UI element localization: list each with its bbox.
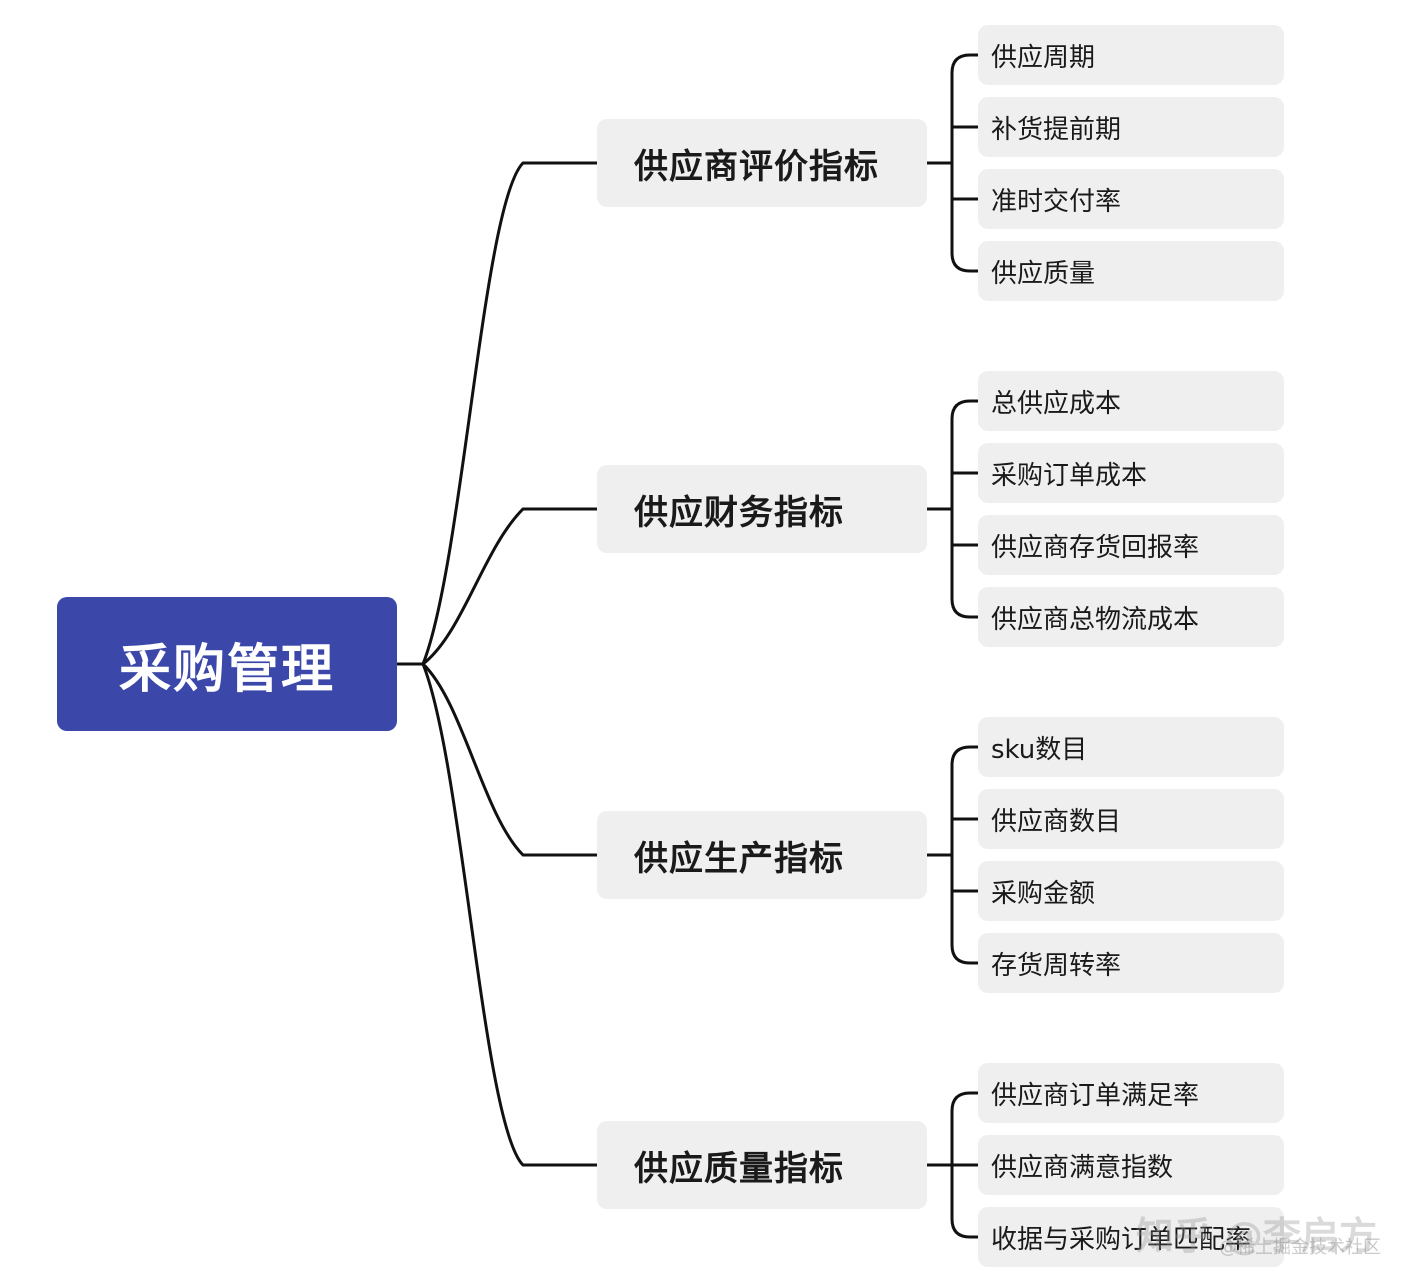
leaf-node: 供应商总物流成本: [978, 587, 1284, 647]
leaf-label: 采购订单成本: [991, 460, 1148, 491]
leaf-node: 供应质量: [978, 241, 1284, 301]
root-to-branch-line: [421, 662, 599, 857]
leaf-label: 供应商存货回报率: [991, 532, 1200, 563]
branch-supplier-evaluation: 供应商评价指标: [597, 119, 927, 207]
root-to-branch-line: [421, 507, 599, 666]
leaf-node: 供应周期: [978, 25, 1284, 85]
branch-label: 供应质量指标: [634, 1148, 844, 1189]
leaf-node: 供应商数目: [978, 789, 1284, 849]
leaf-node: 补货提前期: [978, 97, 1284, 157]
leaf-label: 采购金额: [991, 878, 1096, 909]
leaf-label: 供应周期: [991, 42, 1096, 73]
root-to-branch-line: [421, 161, 599, 666]
leaf-label: 供应商订单满足率: [991, 1080, 1200, 1111]
leaf-node: 采购订单成本: [978, 443, 1284, 503]
leaf-label: 供应商满意指数: [991, 1152, 1174, 1183]
leaf-bracket-line: [950, 745, 980, 965]
leaf-label: 补货提前期: [991, 114, 1122, 145]
leaf-label: 准时交付率: [991, 186, 1122, 217]
leaf-label: 总供应成本: [991, 388, 1122, 419]
branch-supply-production: 供应生产指标: [597, 811, 927, 899]
branch-label: 供应商评价指标: [634, 146, 879, 187]
leaf-label: 供应商数目: [991, 806, 1122, 837]
leaf-node: 供应商满意指数: [978, 1135, 1284, 1195]
leaf-label: 供应质量: [991, 258, 1096, 289]
leaf-label: 供应商总物流成本: [991, 604, 1200, 635]
root-label: 采购管理: [118, 639, 335, 700]
leaf-node: 存货周转率: [978, 933, 1284, 993]
leaf-bracket-line: [950, 53, 980, 273]
branch-label: 供应生产指标: [634, 838, 844, 879]
leaf-node: sku数目: [978, 717, 1284, 777]
leaf-node: 准时交付率: [978, 169, 1284, 229]
branch-supply-quality: 供应质量指标: [597, 1121, 927, 1209]
leaf-label: sku数目: [991, 734, 1088, 765]
leaf-node: 收据与采购订单匹配率: [978, 1207, 1284, 1267]
leaf-label: 收据与采购订单匹配率: [991, 1224, 1252, 1255]
branch-supply-finance: 供应财务指标: [597, 465, 927, 553]
leaf-node: 供应商订单满足率: [978, 1063, 1284, 1123]
leaf-node: 供应商存货回报率: [978, 515, 1284, 575]
leaf-node: 采购金额: [978, 861, 1284, 921]
leaf-label: 存货周转率: [991, 950, 1122, 981]
root-node: 采购管理: [57, 597, 397, 731]
root-to-branch-line: [421, 662, 599, 1167]
leaf-bracket-line: [950, 399, 980, 619]
leaf-node: 总供应成本: [978, 371, 1284, 431]
branch-label: 供应财务指标: [634, 492, 844, 533]
